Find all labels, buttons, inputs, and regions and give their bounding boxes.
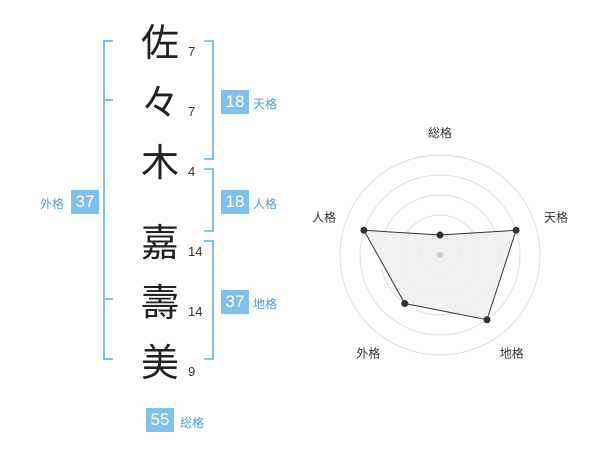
gaikaku-bracket-tick-bottom <box>103 358 113 360</box>
chikaku-badge: 37 <box>221 290 249 314</box>
name-char-4: 嘉 <box>140 221 179 265</box>
gaikaku-bracket-tick-top <box>103 40 113 42</box>
radar-center-point <box>437 252 443 258</box>
jinkaku-label: 人格 <box>253 197 278 211</box>
jinkaku-bracket-tick-top <box>204 168 214 170</box>
radar-axis-label-4: 外格 <box>356 346 380 361</box>
radar-axis-label-3: 地格 <box>500 346 524 361</box>
radar-axis-label-2: 天格 <box>544 209 568 224</box>
tenkaku-bracket-tick-bottom <box>204 158 214 160</box>
stroke-count-1: 7 <box>188 44 196 59</box>
stroke-count-2: 7 <box>188 104 196 119</box>
chikaku-bracket <box>212 240 214 360</box>
radar-point-5 <box>360 226 368 234</box>
gaikaku-bracket <box>103 40 105 360</box>
radar-point-1 <box>436 231 444 239</box>
gaikaku-bracket-tick-2 <box>103 99 113 101</box>
tenkaku-bracket-tick-top <box>204 40 214 42</box>
name-char-3: 木 <box>140 141 179 185</box>
chikaku-label: 地格 <box>253 297 278 311</box>
chikaku-bracket-tick-top <box>204 240 214 242</box>
name-char-6: 美 <box>140 341 179 385</box>
stroke-count-6: 9 <box>188 364 196 379</box>
radar-ring <box>339 154 541 356</box>
tenkaku-label: 天格 <box>253 97 278 111</box>
radar-axis-label-1: 総格 <box>428 125 452 140</box>
radar-ring <box>359 174 521 336</box>
jinkaku-bracket-tick-bottom <box>204 230 214 232</box>
tenkaku-badge: 18 <box>221 90 249 114</box>
radar-point-3 <box>483 316 491 324</box>
radar-point-4 <box>401 300 409 308</box>
gaikaku-label: 外格 <box>40 197 65 211</box>
stroke-count-3: 4 <box>188 164 196 179</box>
soukaku-badge: 55 <box>146 408 174 432</box>
radar-point-2 <box>512 226 520 234</box>
jinkaku-badge: 18 <box>221 190 249 214</box>
name-char-2: 々 <box>140 81 179 125</box>
radar-data-polygon <box>363 229 517 321</box>
stroke-count-5: 14 <box>188 304 203 319</box>
jinkaku-bracket <box>212 168 214 232</box>
chikaku-bracket-tick-bottom <box>204 358 214 360</box>
name-char-5: 壽 <box>140 281 179 325</box>
stroke-count-4: 14 <box>188 244 203 259</box>
tenkaku-bracket <box>212 40 214 160</box>
gaikaku-badge: 37 <box>71 190 99 214</box>
gaikaku-bracket-tick-3 <box>103 298 113 300</box>
radar-axis-label-5: 人格 <box>312 209 336 224</box>
name-char-1: 佐 <box>140 21 179 65</box>
soukaku-label: 総格 <box>180 416 205 430</box>
